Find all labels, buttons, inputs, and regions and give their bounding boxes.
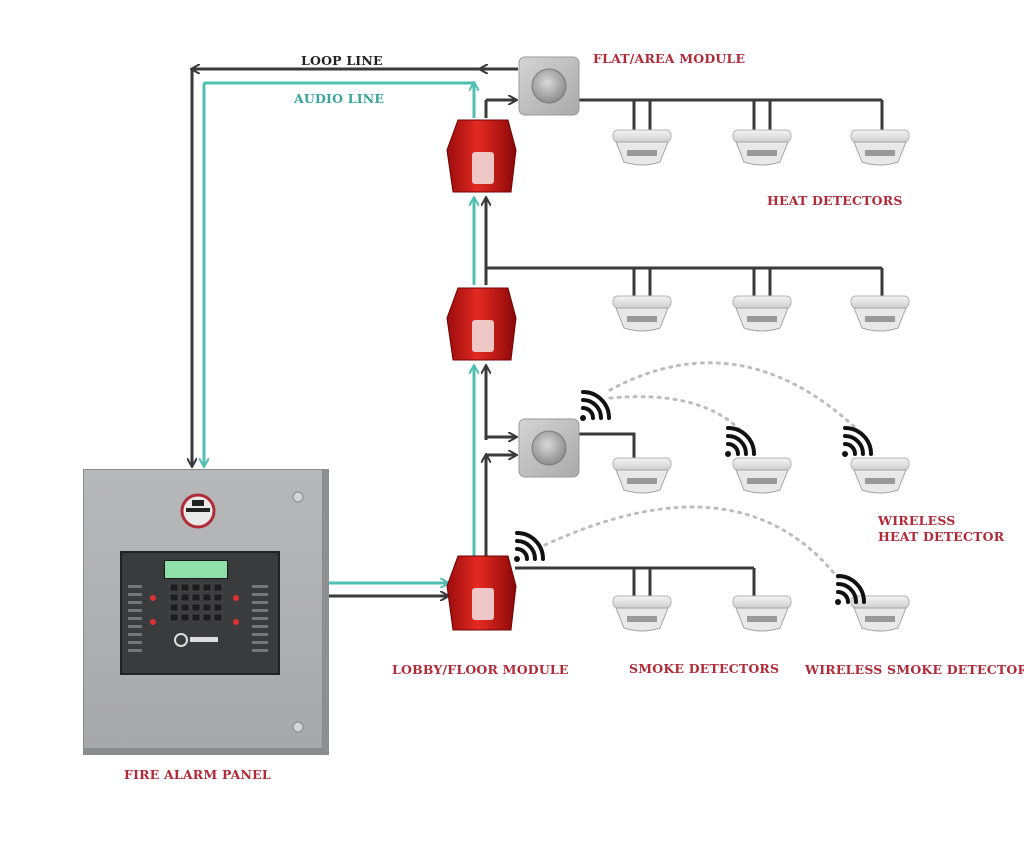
wireless-signal-icon [835,574,866,605]
wireless-heat-detector [850,457,910,494]
flat-area-module-label: FLAT/AREA MODULE [593,51,746,66]
audio-line-label: AUDIO LINE [294,91,385,106]
wireless-links [543,361,860,580]
smoke-detector [612,595,672,632]
flat-area-module [518,56,580,116]
smoke-detectors-label: SMOKE DETECTORS [629,661,780,676]
detector-wiring [486,98,884,596]
wireless-signal-icon [725,426,756,457]
audio-line [204,83,474,583]
wireless-signal-icon [514,531,545,562]
smoke-detector [850,295,910,332]
wireless-smoke-detector [732,457,792,494]
sounder-strobe-icon [446,287,517,361]
smoke-detector [732,595,792,632]
heat-detector [612,129,672,166]
wireless-area-module [518,418,580,478]
heat-detectors-label: HEAT DETECTORS [767,193,903,208]
panel-lcd-display [164,560,228,579]
smoke-detector [732,295,792,332]
loop-line [192,69,518,596]
heat-detector [850,129,910,166]
smoke-detector [612,295,672,332]
fire-alarm-panel-label: FIRE ALARM PANEL [124,767,271,782]
wireless-smoke-detector-label: WIRELESS SMOKE DETECTOR [805,662,1024,677]
screw-icon [292,721,304,733]
wireless-signal-icon [580,390,611,421]
wireless-heat-detector-label-line2: HEAT DETECTOR [878,529,1005,544]
loop-line-label: LOOP LINE [301,53,383,68]
heat-detector [732,129,792,166]
screw-icon [292,491,304,503]
lobby-floor-module-label: LOBBY/FLOOR MODULE [392,662,569,677]
sounder-strobe-icon [446,555,517,631]
wireless-heat-detector-label-line1: WIRELESS [878,513,956,528]
wireless-signal-icon [842,426,873,457]
wireless-smoke-detector [850,595,910,632]
sounder-strobe-icon [446,119,517,193]
smoke-detector [612,457,672,494]
